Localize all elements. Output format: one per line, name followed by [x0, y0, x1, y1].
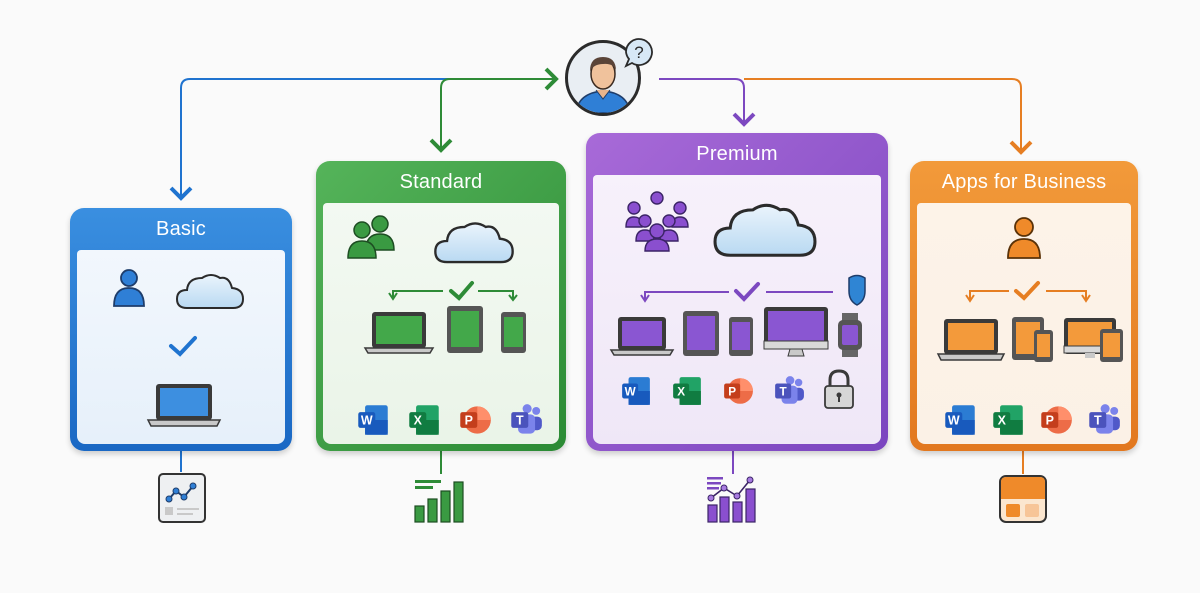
- lock-icon: [824, 369, 854, 409]
- checkmark-icon: [1014, 281, 1040, 301]
- connector-premium: [659, 78, 756, 127]
- laptop-icon: [146, 384, 222, 427]
- user-icon: [575, 57, 631, 113]
- laptop-icon: [363, 312, 435, 354]
- powerpoint-app-icon: [1041, 406, 1072, 434]
- desktop-icon: [763, 307, 829, 357]
- word-app-icon: [945, 405, 975, 435]
- bar-chart-icon[interactable]: [413, 476, 469, 524]
- watch-icon: [838, 313, 862, 357]
- word-app-icon: [358, 405, 388, 435]
- line-chart-report-icon[interactable]: [157, 472, 207, 524]
- plan-title: Basic: [156, 217, 206, 240]
- plan-title: Apps for Business: [941, 170, 1107, 193]
- user-group-icon: [625, 191, 689, 252]
- laptop-icon: [609, 317, 675, 356]
- plan-card-basic[interactable]: Basic: [70, 208, 292, 451]
- plan-card-apps-for-business[interactable]: Apps for Business: [910, 161, 1138, 451]
- plan-title: Standard: [399, 170, 483, 193]
- word-app-icon: [622, 377, 650, 405]
- plan-body: [323, 203, 559, 444]
- two-users-icon: [347, 215, 395, 259]
- cloud-icon: [713, 203, 817, 257]
- question-bubble-icon: ?: [624, 38, 653, 68]
- dashboard-layout-icon[interactable]: [998, 474, 1048, 524]
- plan-title: Premium: [696, 142, 778, 165]
- tablet-icon: [683, 311, 719, 356]
- bar-line-chart-icon[interactable]: [705, 474, 763, 524]
- excel-app-icon: [409, 405, 439, 435]
- tablet-phone-icon: [1012, 317, 1053, 362]
- powerpoint-app-icon: [724, 378, 753, 404]
- cloud-icon: [434, 222, 514, 264]
- plan-body: [917, 203, 1131, 444]
- question-mark: ?: [634, 43, 643, 62]
- phone-icon: [729, 317, 753, 356]
- connector-standard: [429, 78, 453, 153]
- plan-body: [77, 250, 285, 444]
- excel-app-icon: [993, 405, 1023, 435]
- teams-app-icon: [1089, 404, 1120, 434]
- checkmark-icon: [734, 282, 760, 302]
- plan-body: [593, 175, 881, 444]
- single-user-icon: [113, 269, 145, 307]
- tablet-icon: [447, 306, 483, 353]
- teams-app-icon: [775, 376, 804, 404]
- cloud-icon: [176, 274, 244, 309]
- checkmark-icon: [169, 336, 197, 357]
- plan-card-standard[interactable]: Standard: [316, 161, 566, 451]
- shield-icon: [848, 274, 866, 306]
- teams-app-icon: [511, 404, 542, 434]
- desktop-tablet-icon: [1063, 318, 1123, 362]
- single-user-icon: [1007, 217, 1041, 259]
- phone-icon: [501, 312, 526, 353]
- checkmark-icon: [449, 281, 474, 301]
- plan-card-premium[interactable]: Premium: [586, 133, 888, 451]
- laptop-icon: [936, 319, 1006, 361]
- excel-app-icon: [673, 377, 701, 405]
- powerpoint-app-icon: [460, 406, 491, 434]
